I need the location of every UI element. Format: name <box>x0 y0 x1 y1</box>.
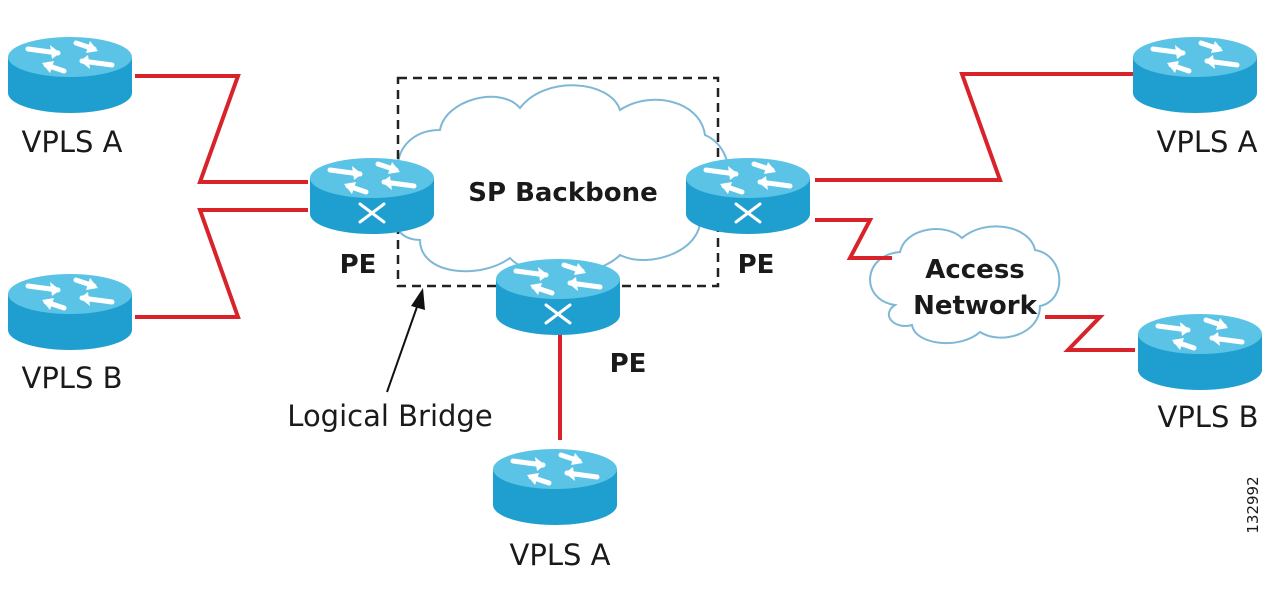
figure-id: 132992 <box>1244 476 1262 533</box>
link-access-network <box>815 218 892 260</box>
link-vpls-a-right <box>815 72 1135 182</box>
router-vpls-a-top-right-icon <box>1133 37 1257 113</box>
label-pe-bottom: PE <box>610 349 647 379</box>
label-vpls-a-top-right: VPLS A <box>1157 125 1258 159</box>
router-vpls-b-left-icon <box>8 274 132 350</box>
label-access-network-line1: Access <box>925 255 1025 285</box>
pe-router-left-icon <box>310 158 434 234</box>
logical-bridge-arrow-icon <box>386 288 425 393</box>
label-logical-bridge: Logical Bridge <box>287 399 492 433</box>
label-access-network-line2: Network <box>913 291 1038 321</box>
label-pe-left: PE <box>340 250 377 280</box>
pe-router-right-icon <box>686 158 810 234</box>
label-pe-right: PE <box>738 250 775 280</box>
label-vpls-b-left: VPLS B <box>21 361 122 395</box>
link-vpls-b-left <box>135 208 308 319</box>
label-vpls-a-top-left: VPLS A <box>22 125 123 159</box>
pe-router-bottom-icon <box>496 259 620 335</box>
access-network-cloud-icon <box>869 225 1061 345</box>
label-vpls-a-bottom: VPLS A <box>510 538 611 572</box>
label-sp-backbone: SP Backbone <box>468 178 658 208</box>
link-vpls-b-right <box>1045 315 1135 352</box>
router-vpls-a-bottom-icon <box>493 449 617 525</box>
router-vpls-b-right-icon <box>1138 314 1262 390</box>
link-vpls-a-left <box>135 74 308 184</box>
router-vpls-a-top-left-icon <box>8 37 132 113</box>
label-vpls-b-right: VPLS B <box>1157 400 1258 434</box>
